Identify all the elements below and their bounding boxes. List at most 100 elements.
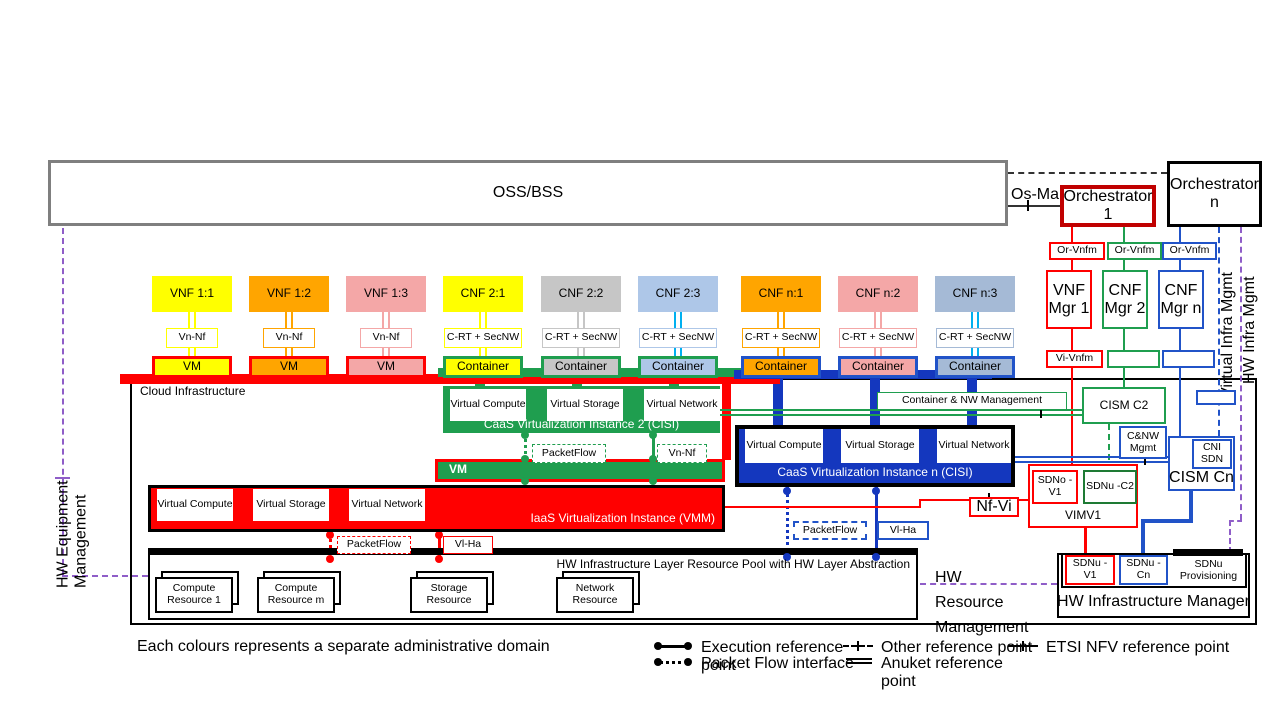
iaas-virtual-storage: Virtual Storage	[253, 489, 329, 521]
iface-label-2: Vn-Nf	[360, 328, 412, 348]
cism-c2-sdnu-link	[1108, 424, 1110, 470]
node-container-6: Container	[741, 356, 821, 378]
vm-layer-label: VM	[449, 462, 467, 476]
exec-dot	[649, 455, 657, 463]
vnf-mgr-1-box: VNF Mgr 1	[1046, 270, 1092, 329]
execution-ref-dot	[654, 642, 662, 650]
hw-resource-mgmt-line	[920, 583, 1057, 585]
iface-label-8: C-RT + SecNW	[936, 328, 1014, 348]
exec-dot	[872, 487, 880, 495]
exec-dot	[649, 477, 657, 485]
caasn-stub-2	[870, 379, 880, 427]
cisi2-packetflow-line	[524, 433, 527, 460]
cni-sdn-box: CNI SDN	[1192, 439, 1232, 469]
os-ma-tick	[1027, 200, 1029, 211]
hw-infra-mgmt-line-jog	[1229, 520, 1242, 522]
hw-infra-manager-label: HW Infrastructure Manager	[1057, 593, 1250, 611]
packet-flow-dot	[684, 658, 692, 666]
other-ref-tick	[857, 641, 859, 651]
iface-label-4: C-RT + SecNW	[542, 328, 620, 348]
anuket-ref-icon	[846, 658, 872, 664]
hw-pool-box	[148, 548, 918, 620]
cisi2-vnnf-line	[652, 433, 655, 460]
tile-vnf-1-2: VNF 1:2	[249, 276, 329, 312]
container-nw-mgmt-label: Container & NW Management	[877, 392, 1067, 410]
sdnu-cn-box: SDNu -Cn	[1119, 555, 1168, 585]
iface-label-1: Vn-Nf	[263, 328, 315, 348]
vi-vnfm-label: Vi-Vnfm	[1046, 350, 1103, 368]
os-ma-label: Os-Ma	[1011, 186, 1059, 203]
virtual-infra-mgmt-line	[1218, 227, 1220, 436]
execution-ref-icon	[659, 645, 689, 648]
node-vm-1: VM	[249, 356, 329, 378]
anuket-link-green-tick	[1040, 404, 1042, 418]
cisi2-vnnf-label: Vn-Nf	[657, 444, 707, 463]
cnf-mgr-n-box: CNF Mgr n	[1158, 270, 1204, 329]
hw-resource-mgmt-label: HW Resource Management	[935, 569, 1029, 636]
cism-cn-label: CISM Cn	[1169, 469, 1234, 487]
cnw-mgmt-box: C&NW Mgmt	[1119, 426, 1167, 459]
hw-infra-mgmt-line	[1240, 227, 1242, 520]
hw-equipment-mgmt-label: HW Equipment Management	[54, 480, 90, 588]
cisi2-packetflow-label: PacketFlow	[532, 444, 606, 463]
node-vm-0: VM	[152, 356, 232, 378]
exec-dot	[783, 487, 791, 495]
storage-resource-box: Storage Resource	[410, 577, 488, 613]
sdnu-c2-box: SDNu -C2	[1083, 470, 1137, 504]
execution-ref-dot	[684, 642, 692, 650]
node-container-4: Container	[541, 356, 621, 378]
compute-resource-1-box: Compute Resource 1	[155, 577, 233, 613]
anuket-link-green	[720, 409, 1082, 416]
exec-dot	[326, 555, 334, 563]
or-vnfm-label-3: Or-Vnfm	[1162, 242, 1217, 260]
hw-equipment-mgmt-line	[62, 228, 64, 575]
vnfm-chain-line-red	[1071, 226, 1073, 466]
vi-vnfm-slot-green	[1107, 350, 1160, 368]
iaas-virtual-compute: Virtual Compute	[157, 489, 233, 521]
tile-cnf-n-1: CNF n:1	[741, 276, 821, 312]
hw-infra-manager-inner-box	[1061, 553, 1247, 588]
orchestrator-1-box: Orchestrator 1	[1060, 185, 1156, 227]
iaas-packetflow-label: PacketFlow	[337, 536, 411, 554]
tile-cnf-n-3: CNF n:3	[935, 276, 1015, 312]
cisin-virtual-storage: Virtual Storage	[841, 429, 919, 463]
node-vm-2: VM	[346, 356, 426, 378]
exec-dot	[872, 553, 880, 561]
packet-flow-dot	[654, 658, 662, 666]
cism-c2-box: CISM C2	[1082, 387, 1166, 424]
hw-infra-mgmt-line-tail	[1229, 520, 1231, 553]
tile-cnf-2-2: CNF 2:2	[541, 276, 621, 312]
iface-label-7: C-RT + SecNW	[839, 328, 917, 348]
vim-v1-label: VIMV1	[1064, 508, 1101, 523]
cismcn-him-link-v1	[1189, 491, 1193, 521]
iface-label-6: C-RT + SecNW	[742, 328, 820, 348]
iaas-label: IaaS Virtualization Instance (VMM)	[530, 511, 715, 525]
or-vnfm-label-1: Or-Vnfm	[1049, 242, 1105, 260]
hw-pool-label: HW Infrastructure Layer Resource Pool wi…	[556, 557, 910, 571]
cisi2-label: CaaS Virtualization Instance 2 (CISI)	[483, 417, 680, 432]
legend-note: Each colours represents a separate admin…	[137, 638, 550, 655]
legend-execution-label: Execution reference point	[701, 639, 844, 674]
cisin-vlha-label: Vl-Ha	[877, 521, 929, 540]
exec-dot	[649, 431, 657, 439]
exec-dot	[435, 531, 443, 539]
tile-cnf-2-1: CNF 2:1	[443, 276, 523, 312]
iaas-right-stub	[722, 382, 731, 460]
exec-dot	[521, 431, 529, 439]
legend-other-label: Other reference point	[881, 639, 1033, 656]
exec-dot	[783, 553, 791, 561]
hw-equipment-mgmt-line-bottom	[62, 575, 148, 577]
cismcn-him-link-h	[1141, 519, 1193, 523]
exec-dot	[326, 531, 334, 539]
hw-pool-top-bar	[148, 548, 918, 555]
network-resource-box: Network Resource	[556, 577, 634, 613]
hw-infra-mgmt-label: HW Infra Mgmt	[1241, 276, 1258, 385]
legend-etsi-label: ETSI NFV reference point	[1046, 639, 1230, 656]
cismcn-him-link-v2	[1141, 519, 1145, 553]
node-container-5: Container	[638, 356, 718, 378]
vi-vnfm-slot-blue	[1162, 350, 1215, 368]
iaas-box	[148, 485, 725, 532]
etsi-ref-tick	[1022, 641, 1024, 651]
nf-vi-link-step	[919, 499, 921, 508]
